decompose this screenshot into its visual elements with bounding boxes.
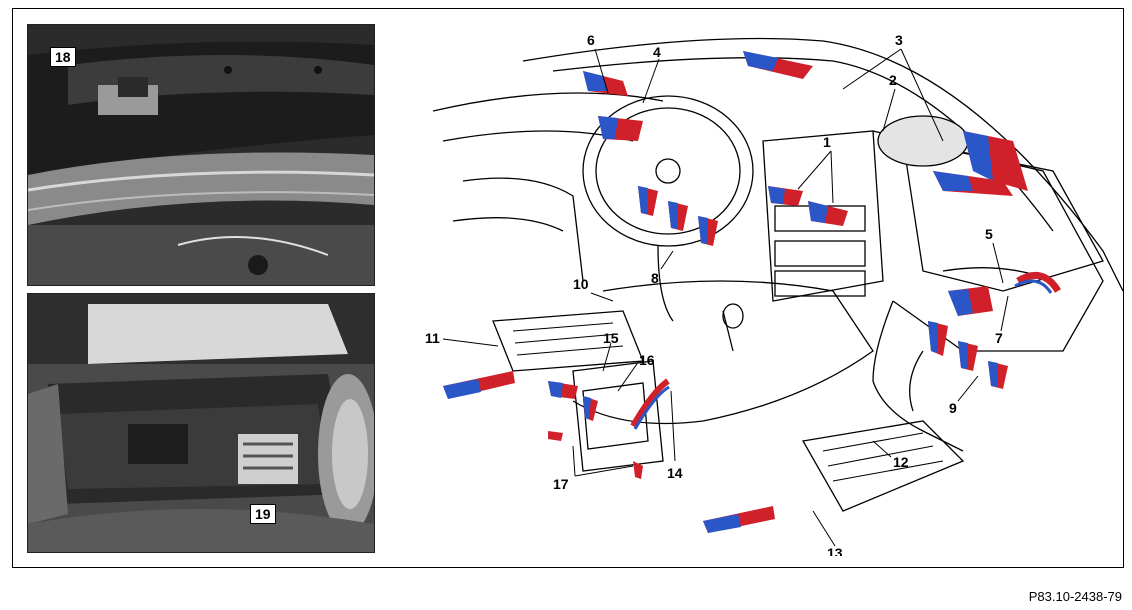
- callout-14: 14: [667, 465, 683, 481]
- airflow-arrow: [638, 186, 658, 216]
- callout-13: 13: [827, 545, 843, 556]
- airflow-arrow: [548, 381, 578, 399]
- airflow-arrow: [1014, 271, 1062, 294]
- callout-16: 16: [639, 352, 655, 368]
- callout-4: 4: [653, 44, 661, 60]
- callout-18: 18: [50, 47, 76, 67]
- airflow-arrow: [743, 51, 813, 79]
- callout-17: 17: [553, 476, 569, 492]
- airflow-arrow: [698, 216, 718, 246]
- airflow-arrow: [933, 171, 1013, 196]
- callout-12: 12: [893, 454, 909, 470]
- callout-11: 11: [425, 330, 440, 346]
- callout-3: 3: [895, 32, 903, 48]
- airflow-arrow: [633, 461, 643, 479]
- airflow-arrow: [598, 116, 643, 141]
- callout-9: 9: [949, 400, 957, 416]
- airflow-arrow: [988, 361, 1008, 389]
- airflow-arrow: [963, 131, 1028, 191]
- airflow-arrow: [443, 371, 515, 399]
- airflow-arrow: [668, 201, 688, 231]
- callout-1: 1: [823, 134, 831, 150]
- airflow-arrow: [583, 396, 598, 421]
- leader-lines: [442, 48, 1009, 547]
- callout-6: 6: [587, 32, 595, 48]
- callout-5: 5: [985, 226, 993, 242]
- airflow-arrow: [630, 378, 670, 430]
- callout-15: 15: [603, 330, 619, 346]
- air-distribution-diagram: 1 2 3 4 5 6 7 8 9 10 11 12 13 14 15 16 1…: [425, 32, 1123, 556]
- airflow-arrow: [928, 321, 948, 356]
- callout-19: 19: [250, 504, 276, 524]
- callout-2: 2: [889, 72, 897, 88]
- airflow-arrow: [948, 286, 993, 316]
- airflow-arrow: [958, 341, 978, 371]
- photo-blower-image: [28, 294, 374, 552]
- photo-blower-panel: 19: [27, 293, 375, 553]
- callout-7: 7: [995, 330, 1003, 346]
- airflow-arrow: [548, 431, 563, 441]
- callout-8: 8: [651, 270, 659, 286]
- figure-frame: 18 19: [12, 8, 1124, 568]
- callout-10: 10: [573, 276, 589, 292]
- photo-cowl-panel: 18: [27, 24, 375, 286]
- photo-cowl-image: [28, 25, 374, 285]
- airflow-arrow: [808, 201, 848, 226]
- airflow-arrows: [443, 51, 1062, 533]
- dashboard-outline: [432, 37, 1123, 512]
- airflow-arrow: [703, 506, 775, 533]
- airflow-arrow: [768, 186, 803, 206]
- figure-reference-code: P83.10-2438-79: [1028, 589, 1122, 604]
